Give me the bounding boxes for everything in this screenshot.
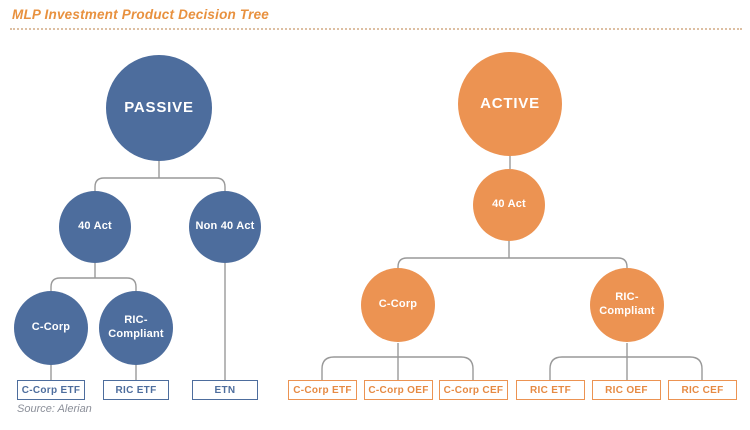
leaf-active-ccorp-etf: C-Corp ETF	[288, 380, 357, 400]
leaf-active-ccorp-oef: C-Corp OEF	[364, 380, 433, 400]
leaf-active-ric-oef: RIC OEF	[592, 380, 661, 400]
node-active-ccorp: C-Corp	[361, 268, 435, 342]
dotted-divider	[10, 28, 742, 30]
leaf-passive-etn: ETN	[192, 380, 258, 400]
node-active-ric-compliant: RIC-Compliant	[590, 268, 664, 342]
leaf-active-ric-etf: RIC ETF	[516, 380, 585, 400]
node-passive-ccorp: C-Corp	[14, 291, 88, 365]
leaf-active-ric-cef: RIC CEF	[668, 380, 737, 400]
leaf-passive-ccorp-etf: C-Corp ETF	[17, 380, 85, 400]
leaf-active-ccorp-cef: C-Corp CEF	[439, 380, 508, 400]
node-active-40act: 40 Act	[473, 169, 545, 241]
leaf-passive-ric-etf: RIC ETF	[103, 380, 169, 400]
node-passive-40act: 40 Act	[59, 191, 131, 263]
node-passive-root: PASSIVE	[106, 55, 212, 161]
page-title: MLP Investment Product Decision Tree	[12, 7, 270, 22]
node-active-root: ACTIVE	[458, 52, 562, 156]
source-note: Source: Alerian	[17, 403, 92, 415]
node-passive-non40act: Non 40 Act	[189, 191, 261, 263]
node-passive-ric-compliant: RIC-Compliant	[99, 291, 173, 365]
